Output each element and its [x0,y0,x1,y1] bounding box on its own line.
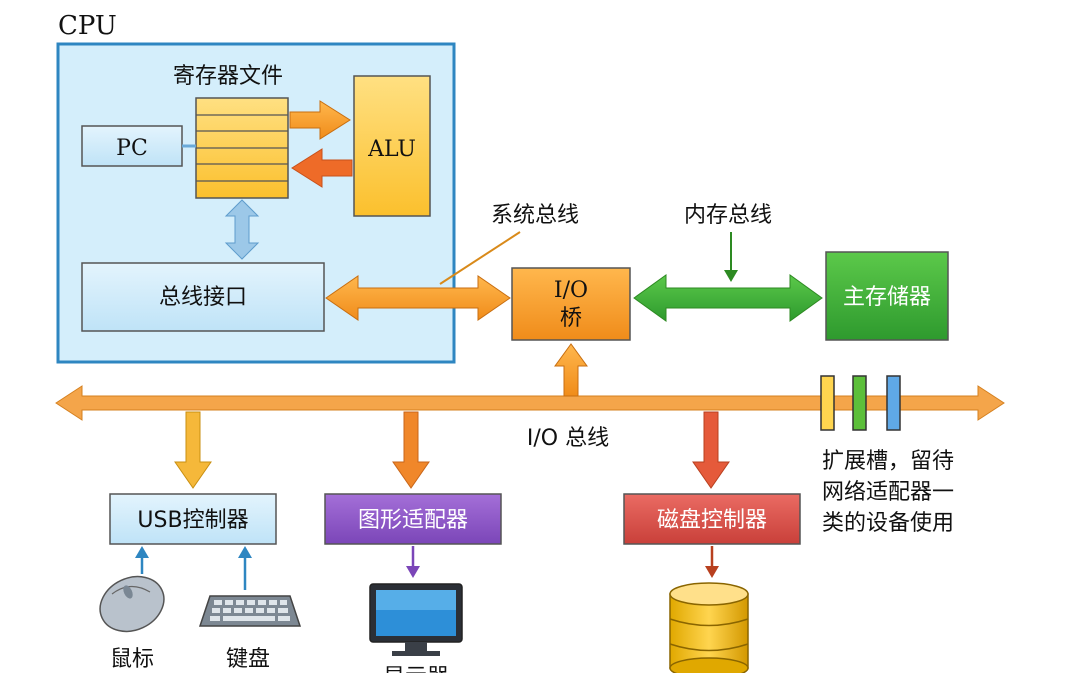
graphics-adapter-box [324,493,502,545]
bus-interface-box [81,262,325,332]
memory-bus-pointer [724,232,738,282]
io-bus-to-disk-arrow [692,411,730,489]
main-memory-label: 主存储器 [843,285,931,310]
pc-label: PC [116,136,148,161]
register-to-alu-arrow [289,100,351,140]
graphics-adapter-label: 图形适配器 [358,508,468,533]
io-bus-to-bridge-arrow [554,343,588,397]
io-bridge-label-line2: 桥 [560,306,582,331]
register-file [195,97,289,199]
memory-bus-arrow [633,274,823,322]
io-bus-label: I/O 总线 [527,426,609,451]
disk-controller-to-disk-arrow [705,546,719,578]
keyboard-label: 键盘 [226,647,270,672]
system-bus-pointer [439,231,521,285]
system-bus-label: 系统总线 [491,203,579,228]
graphics-to-monitor-arrow [406,546,420,578]
alu-box [353,75,431,217]
cpu-label: CPU [58,11,117,41]
keyboard-to-usb-arrow [238,546,252,590]
bus-interface-label: 总线接口 [159,285,247,310]
io-bridge-label-line1: I/O [554,278,588,303]
mouse-icon [99,575,165,633]
io-bus-to-graphics-arrow [392,411,430,489]
io-bus-to-usb-arrow [174,411,212,489]
main-memory-box [825,251,949,341]
expansion-note-line1: 扩展槽，留待 [822,449,954,474]
expansion-slots [820,375,901,431]
mouse-to-usb-arrow [135,546,149,574]
disk-icon [669,582,749,673]
io-bus-arrow [55,385,1005,421]
io-bridge-box [511,267,631,341]
alu-to-register-arrow [291,148,353,188]
disk-controller-label: 磁盘控制器 [657,508,767,533]
expansion-note-line2: 网络适配器一 [822,480,954,505]
keyboard-icon [198,595,302,627]
usb-controller-label: USB控制器 [137,508,248,533]
register-file-label: 寄存器文件 [173,64,283,89]
usb-controller-box [109,493,277,545]
alu-label: ALU [367,137,416,162]
monitor-icon [369,583,463,656]
register-bus-interface-arrow [224,199,260,260]
pc-box [81,125,183,167]
system-bus-arrow [325,275,511,321]
monitor-label: 显示器 [383,665,449,673]
expansion-note-line3: 类的设备使用 [822,511,954,536]
mouse-label: 鼠标 [110,647,154,672]
disk-controller-box [623,493,801,545]
memory-bus-label: 内存总线 [684,203,772,228]
